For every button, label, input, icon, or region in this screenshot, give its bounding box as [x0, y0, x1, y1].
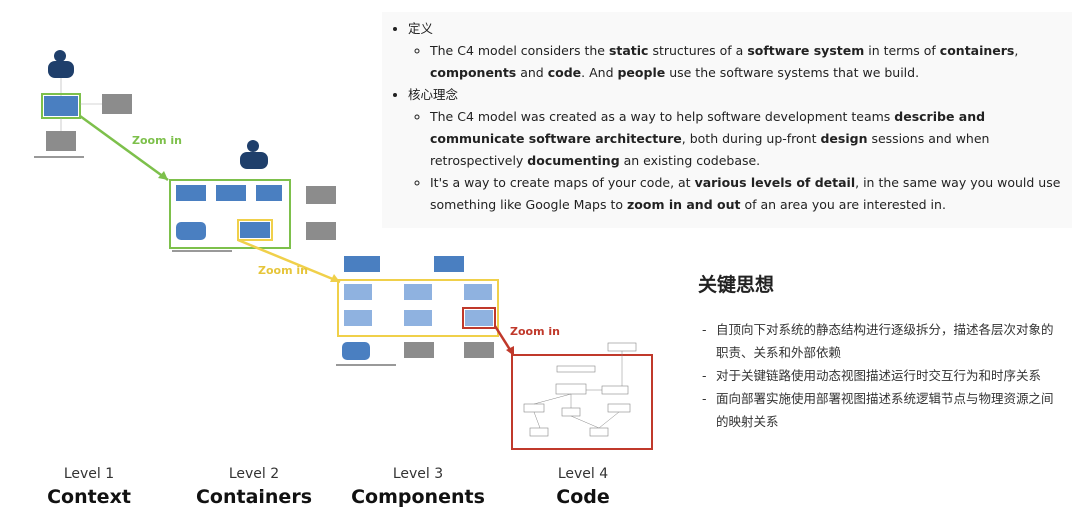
level-number: Level 3 [392, 466, 444, 482]
key-idea-item: 对于关键链路使用动态视图描述运行时交互行为和时序关系 [702, 364, 1062, 387]
level-name: Containers [195, 486, 313, 508]
level1-context-diagram [34, 50, 132, 158]
level-name: Context [47, 486, 131, 508]
c4-definition-notes: 定义 The C4 model considers the static str… [382, 12, 1072, 228]
c4-zoom-diagram: Zoom in Zoom in Zoom in Level 1 Context … [9, 50, 663, 508]
core-concept-text-1: The C4 model was created as a way to hel… [430, 106, 1072, 172]
core-concept-heading: 核心理念 [408, 87, 459, 102]
level-3-caption: Level 3 Components [338, 466, 498, 508]
level-2-caption: Level 2 Containers [174, 466, 334, 508]
core-concept-text-2: It's a way to create maps of your code, … [430, 172, 1072, 216]
level2-containers-diagram [169, 140, 336, 252]
level-name: Components [351, 486, 485, 508]
level-number: Level 4 [557, 466, 609, 482]
definition-item: 定义 The C4 model considers the static str… [408, 18, 1072, 84]
level4-code-diagram [511, 342, 653, 450]
key-ideas-list: 自顶向下对系统的静态结构进行逐级拆分，描述各层次对象的职责、关系和外部依赖 对于… [702, 318, 1062, 433]
level-number: Level 1 [63, 466, 115, 482]
zoom-in-label-1: Zoom in [132, 134, 182, 147]
c4-levels-illustration [34, 50, 653, 450]
definition-text: The C4 model considers the static struct… [430, 40, 1072, 84]
level-4-caption: Level 4 Code [503, 466, 663, 508]
key-ideas-title: 关键思想 [698, 274, 775, 296]
level3-components-diagram [336, 256, 499, 366]
core-concept-item: 核心理念 The C4 model was created as a way t… [408, 84, 1072, 216]
level-1-caption: Level 1 Context [9, 466, 169, 508]
zoom-in-label-3: Zoom in [510, 325, 560, 338]
key-idea-item: 自顶向下对系统的静态结构进行逐级拆分，描述各层次对象的职责、关系和外部依赖 [702, 318, 1062, 364]
zoom-in-label-2: Zoom in [258, 264, 308, 277]
level-name: Code [556, 486, 610, 508]
key-idea-item: 面向部署实施使用部署视图描述系统逻辑节点与物理资源之间的映射关系 [702, 387, 1062, 433]
level-number: Level 2 [228, 466, 280, 482]
definition-heading: 定义 [408, 21, 434, 36]
